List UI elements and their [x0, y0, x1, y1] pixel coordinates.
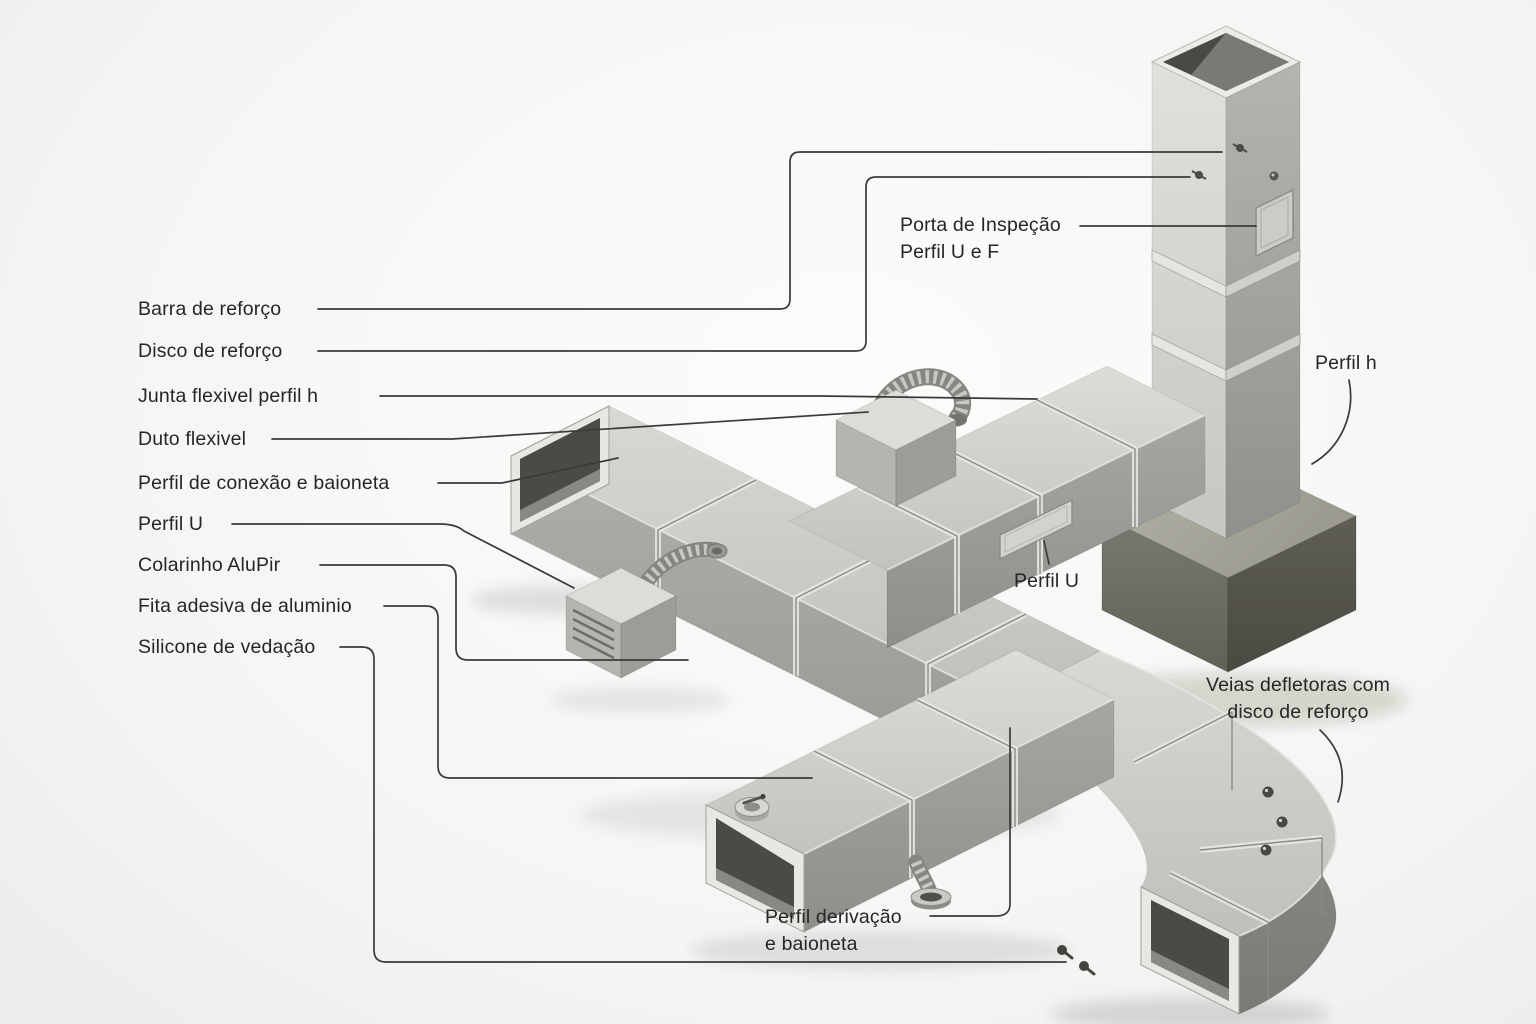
- label-derivacao-linha2: e baioneta: [765, 933, 858, 955]
- hanging-flex-connector: [908, 854, 952, 910]
- label-duto-flexivel: Duto flexivel: [138, 428, 247, 450]
- label-perfil-conexao: Perfil de conexão e baioneta: [138, 472, 390, 494]
- label-perfil-derivacao: Perfil derivação e baioneta: [765, 904, 902, 958]
- label-disco-de-reforco: Disco de reforço: [138, 340, 283, 362]
- leader-perfil-u-duto: [1043, 540, 1050, 565]
- deflector-disc-screws: [1260, 786, 1288, 856]
- leader-colarinho: [319, 564, 689, 661]
- duct-open-end-branch: [705, 804, 805, 933]
- main-duct-upper-run: [787, 365, 1207, 649]
- flex-takeoff-box-upper: [834, 368, 972, 507]
- leader-fita-adesiva: [383, 605, 813, 779]
- leader-perfil-u-esquerda: [231, 523, 575, 589]
- leader-perfil-conexao: [437, 457, 619, 484]
- leader-perfil-derivacao: [929, 727, 1011, 917]
- riser-flange-bands: [1151, 249, 1301, 382]
- label-perfil-u-esquerda: Perfil U: [138, 513, 204, 535]
- leader-disco-de-reforco: [317, 176, 1191, 352]
- label-veias-defletoras: Veias defletoras com disco de reforço: [1180, 672, 1416, 726]
- leader-lines: [231, 151, 1352, 963]
- label-perfil-u-duto: Perfil U: [1014, 570, 1080, 592]
- leader-silicone: [339, 646, 1067, 963]
- leader-veias-defletoras: [1319, 729, 1344, 803]
- leader-perfil-h: [1311, 379, 1352, 465]
- label-fita-adesiva: Fita adesiva de aluminio: [138, 595, 352, 617]
- leader-barra-de-reforco: [317, 151, 1223, 310]
- branch-duct-lower: [704, 649, 1116, 933]
- leader-junta-flexivel: [379, 395, 1038, 400]
- label-barra-de-reforco: Barra de reforço: [138, 298, 282, 320]
- vertical-riser-duct: [1150, 25, 1302, 539]
- duct-open-end-bottom: [1140, 886, 1240, 1015]
- label-derivacao-linha1: Perfil derivação: [765, 906, 902, 928]
- concrete-base: [1101, 515, 1357, 673]
- label-junta-flexivel: Junta flexivel perfil h: [138, 385, 319, 407]
- label-silicone-vedacao: Silicone de vedação: [138, 636, 316, 658]
- sealant-bolts: [1057, 945, 1096, 976]
- elbow-gore-seams: [1132, 709, 1323, 1000]
- leader-duto-flexivel: [271, 411, 869, 440]
- flex-takeoff-box-grille: [564, 541, 728, 679]
- label-porta-inspecao-linha1: Porta de Inspeção: [900, 214, 1061, 236]
- grille-louvers: [572, 608, 615, 660]
- label-perfil-h: Perfil h: [1315, 352, 1377, 374]
- label-veias-linha2: disco de reforço: [1227, 701, 1369, 723]
- duct-seams: [812, 697, 1018, 878]
- damper-diffuser: [734, 794, 770, 822]
- wing-screw-icons: [1191, 143, 1279, 181]
- label-porta-inspecao-linha2: Perfil U e F: [900, 241, 1000, 263]
- perfil-u-panel: [999, 498, 1073, 561]
- inspection-door: [1255, 188, 1294, 258]
- label-colarinho-alupir: Colarinho AluPir: [138, 554, 281, 576]
- label-veias-linha1: Veias defletoras com: [1205, 674, 1390, 696]
- label-porta-inspecao: Porta de Inspeção Perfil U e F: [900, 212, 1061, 266]
